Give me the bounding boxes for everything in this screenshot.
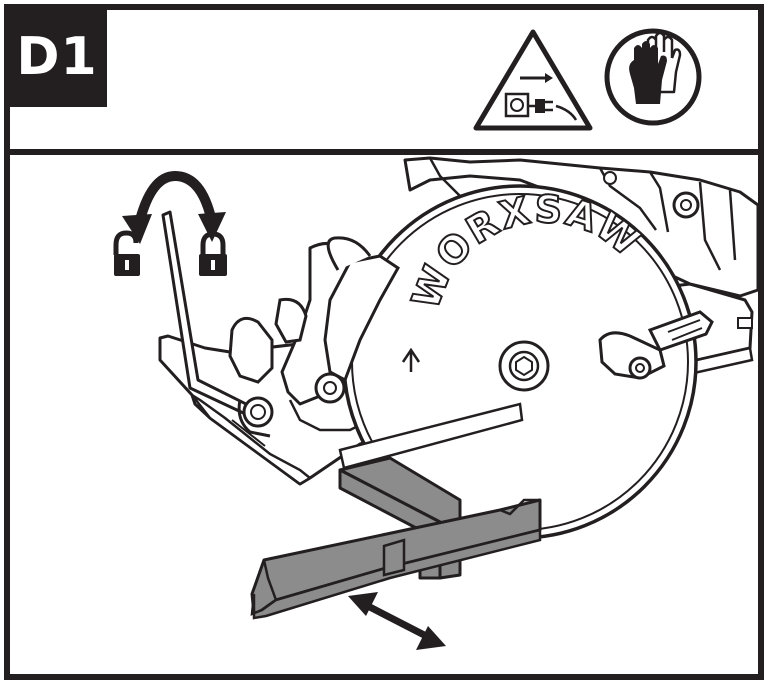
upper-guard bbox=[323, 236, 400, 383]
unlock-padlock-icon bbox=[113, 230, 140, 276]
wear-gloves-icon bbox=[604, 28, 702, 126]
base-front-edge bbox=[338, 402, 524, 470]
saw-motor-housing bbox=[403, 156, 760, 298]
step-badge: D1 bbox=[7, 7, 107, 107]
parallel-guide bbox=[250, 456, 542, 620]
panel-border bbox=[4, 4, 764, 680]
bevel-lever bbox=[598, 310, 714, 380]
rotate-arrow-icon bbox=[122, 170, 226, 244]
allen-key bbox=[161, 210, 274, 438]
saw-blade: WORXSAW bbox=[342, 184, 698, 540]
locked-padlock-icon bbox=[199, 231, 227, 276]
unplug-warning-icon bbox=[473, 29, 593, 131]
double-arrow-icon bbox=[348, 592, 446, 650]
